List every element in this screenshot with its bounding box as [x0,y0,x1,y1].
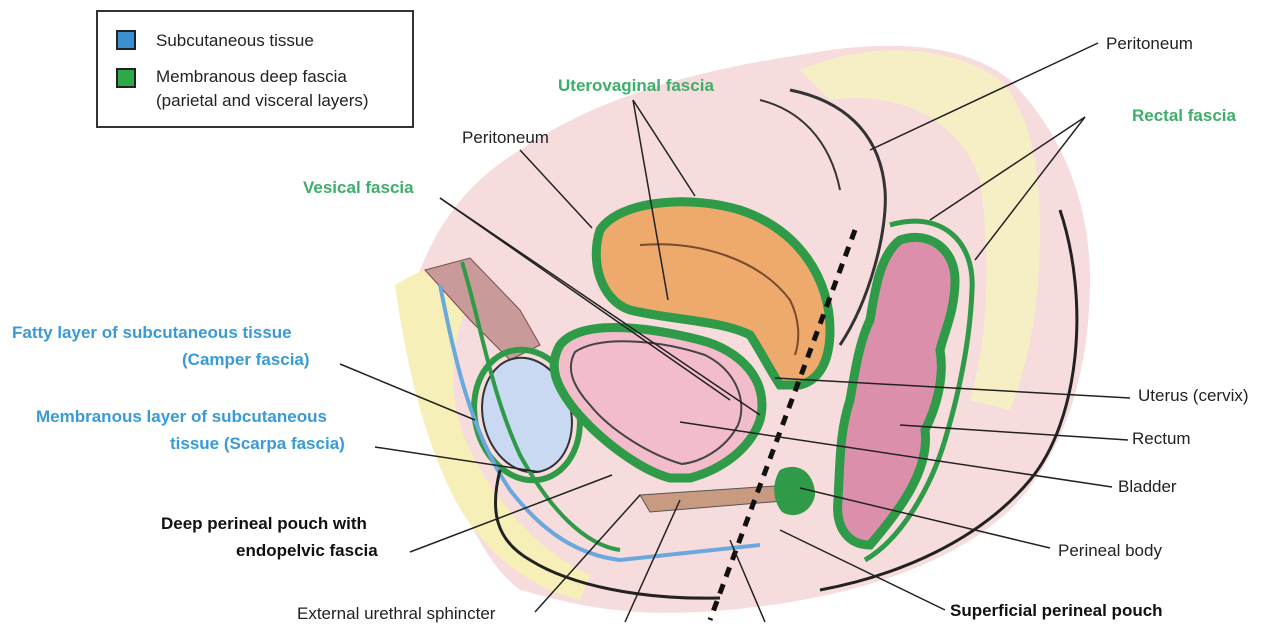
legend-sublabel-membranous: (parietal and visceral layers) [156,90,369,111]
label-deep-pouch-2: endopelvic fascia [236,541,378,561]
label-vesical-fascia: Vesical fascia [303,178,414,198]
label-uterus: Uterus (cervix) [1138,386,1249,406]
label-peritoneum-mid: Peritoneum [462,128,549,148]
legend-label-subcutaneous: Subcutaneous tissue [156,30,314,51]
label-uterovaginal-fascia: Uterovaginal fascia [558,76,714,96]
label-membranous-layer-2: tissue (Scarpa fascia) [170,434,345,454]
label-deep-pouch-1: Deep perineal pouch with [161,514,367,534]
legend: Subcutaneous tissue Membranous deep fasc… [96,10,414,128]
label-membranous-layer-1: Membranous layer of subcutaneous [36,407,327,427]
legend-swatch-membranous [116,68,136,88]
label-fatty-layer-2: (Camper fascia) [182,350,310,370]
legend-label-membranous: Membranous deep fascia [156,66,347,87]
legend-swatch-subcutaneous [116,30,136,50]
label-peritoneum-top: Peritoneum [1106,34,1193,54]
label-perineal-body: Perineal body [1058,541,1162,561]
label-external-sphincter: External urethral sphincter [297,604,495,624]
label-rectum: Rectum [1132,429,1191,449]
label-fatty-layer-1: Fatty layer of subcutaneous tissue [12,323,292,343]
label-rectal-fascia: Rectal fascia [1132,106,1236,126]
label-bladder: Bladder [1118,477,1177,497]
label-superficial-pouch: Superficial perineal pouch [950,601,1163,621]
